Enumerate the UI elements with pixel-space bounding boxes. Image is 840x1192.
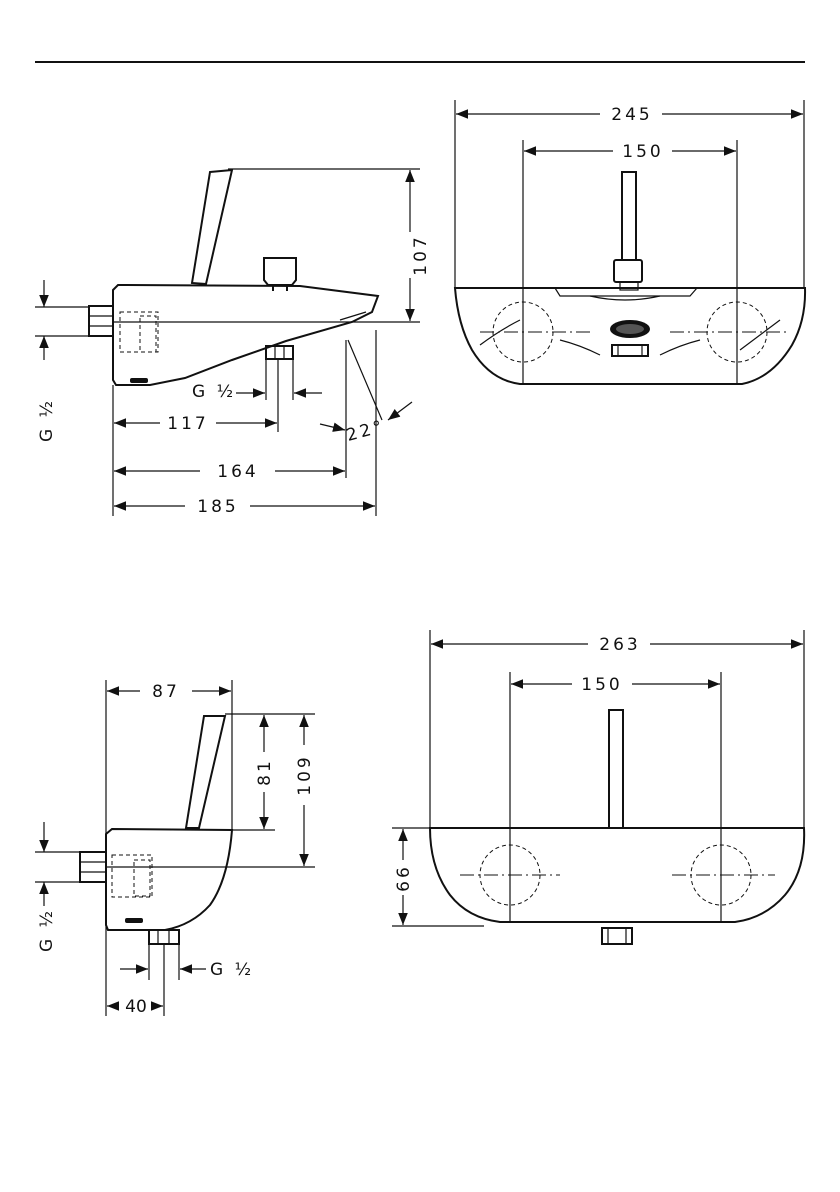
front-view-bottom-dimensions: 263 150 66 [394, 635, 803, 925]
dim-length-117: 117 [167, 414, 208, 434]
front-view-top-dimensions: 245 150 [456, 105, 803, 162]
dim-thread-left-top: G ½ [37, 398, 57, 442]
side-view-bottom-dimensions: 87 81 109 G ½ G ½ 40 [35, 682, 315, 1017]
dim-centers-150-bottom: 150 [581, 675, 622, 695]
dim-height-109: 109 [295, 754, 315, 795]
dim-thread-left-bottom: G ½ [37, 908, 57, 952]
dim-depth-87: 87 [152, 682, 180, 702]
dim-height-107: 107 [411, 234, 431, 275]
dim-height-66: 66 [394, 864, 414, 892]
dim-thread-bottom-top: G ½ [192, 382, 236, 402]
dim-centers-150-top: 150 [622, 142, 663, 162]
side-view-top-dimensions: G ½ 107 G ½ 117 22° 164 185 [35, 170, 431, 517]
side-view-bottom [80, 680, 315, 1016]
dim-length-164: 164 [217, 462, 258, 482]
dim-width-263: 263 [599, 635, 640, 655]
dim-height-81: 81 [255, 758, 275, 786]
dim-length-40: 40 [125, 997, 147, 1017]
dim-thread-bottom-bottom: G ½ [210, 960, 254, 980]
dim-angle-22: 22° [344, 416, 387, 445]
dim-length-185: 185 [197, 497, 238, 517]
dim-width-245: 245 [611, 105, 652, 125]
